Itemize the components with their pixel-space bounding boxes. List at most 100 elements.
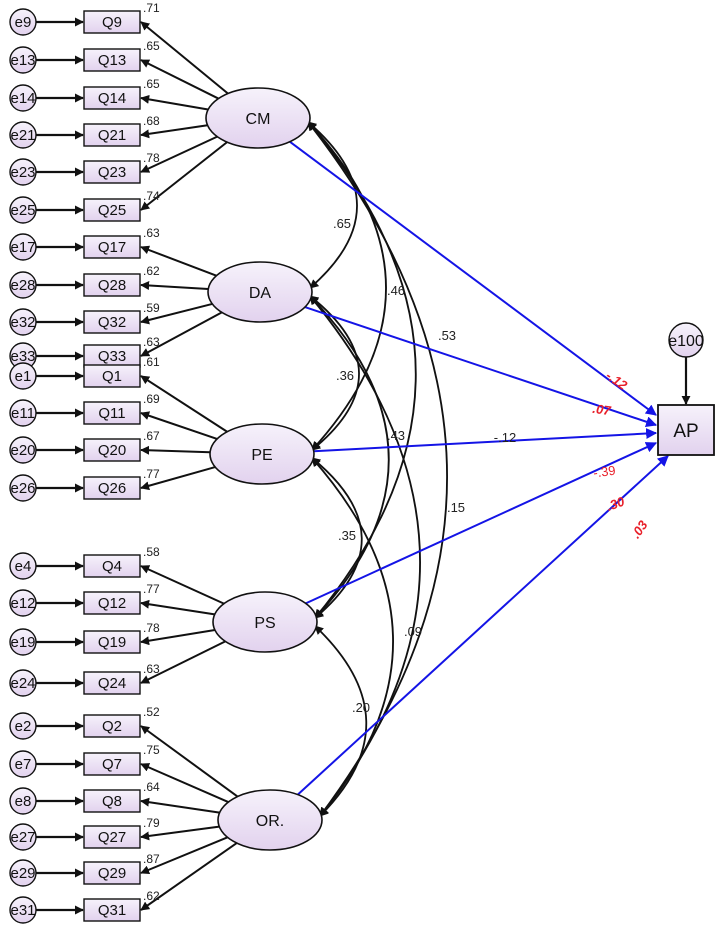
- covariance-value: .35: [338, 528, 356, 543]
- latent-label: PE: [251, 447, 272, 464]
- error-label: e12: [10, 595, 35, 612]
- covariance-arc-cm-or: [307, 121, 448, 817]
- covariance-arc-cm-pe: [307, 121, 387, 451]
- error-node-e8: [9, 787, 37, 815]
- covariance-value: .09: [404, 624, 422, 639]
- error-label: e33: [10, 348, 35, 365]
- item-label: Q28: [98, 277, 126, 294]
- error-label: e20: [10, 442, 35, 459]
- error-node-e19: [9, 628, 37, 656]
- covariance-value: -.12: [494, 430, 516, 445]
- outcome-node-ap: [657, 404, 715, 456]
- error-node-e29: [9, 859, 37, 887]
- latent-node-cm: [205, 87, 311, 149]
- error-node-e14: [9, 84, 37, 112]
- item-label: Q21: [98, 127, 126, 144]
- item-label: Q23: [98, 164, 126, 181]
- loading-arrow: [140, 59, 219, 100]
- error-label: e19: [10, 634, 35, 651]
- structural-path-or-ap: [297, 455, 669, 796]
- loading-value: .63: [143, 662, 160, 676]
- error-node-e32: [9, 308, 37, 336]
- error-label: e13: [10, 52, 35, 69]
- item-node-q19: [83, 630, 141, 654]
- error-node-e24: [9, 669, 37, 697]
- error-node-e25: [9, 196, 37, 224]
- item-label: Q26: [98, 480, 126, 497]
- error-label: e25: [10, 202, 35, 219]
- covariance-arc-cm-ps: [307, 121, 417, 619]
- loading-value: .62: [143, 889, 160, 903]
- error-node-e13: [9, 46, 37, 74]
- path-coefficient: .30: [604, 493, 627, 514]
- latent-node-or: [217, 789, 323, 851]
- covariance-arc-cm-da: [307, 121, 358, 289]
- item-label: Q11: [98, 405, 125, 422]
- error-node-e23: [9, 158, 37, 186]
- error-node-e21: [9, 121, 37, 149]
- error-node-e26: [9, 474, 37, 502]
- item-node-q21: [83, 123, 141, 147]
- error-label: e27: [10, 829, 35, 846]
- measurement-layer: [36, 17, 691, 915]
- item-label: Q13: [98, 52, 126, 69]
- latent-label: CM: [246, 111, 271, 128]
- loading-arrow: [140, 245, 217, 277]
- item-node-q25: [83, 198, 141, 222]
- item-label: Q20: [98, 442, 126, 459]
- covariance-value: .36: [336, 368, 354, 383]
- covariance-arc-da-ps: [309, 295, 390, 619]
- covariance-arc-pe-ps: [311, 457, 363, 619]
- path-coefficient: -.12: [603, 368, 631, 394]
- loading-value: .75: [143, 743, 160, 757]
- item-node-q24: [83, 671, 141, 695]
- covariance-value: .46: [387, 283, 405, 298]
- loading-value: .69: [143, 392, 160, 406]
- item-label: Q1: [102, 368, 122, 385]
- item-node-q2: [83, 714, 141, 738]
- error-label: e9: [15, 14, 32, 31]
- loading-value: .77: [143, 582, 160, 596]
- covariance-value: .15: [447, 500, 465, 515]
- loading-arrow: [140, 124, 208, 139]
- item-label: Q7: [102, 756, 122, 773]
- item-node-q23: [83, 160, 141, 184]
- loading-arrow: [140, 94, 209, 111]
- loading-value: .87: [143, 852, 160, 866]
- loading-arrow: [140, 725, 239, 798]
- item-label: Q8: [102, 793, 122, 810]
- error-label: e14: [10, 90, 35, 107]
- error-label: e29: [10, 865, 35, 882]
- loading-value: .59: [143, 301, 160, 315]
- item-node-q26: [83, 476, 141, 500]
- loading-value: .63: [143, 226, 160, 240]
- outcome-error-label: e100: [668, 333, 704, 350]
- error-label: e8: [15, 793, 32, 810]
- loading-value: .67: [143, 429, 160, 443]
- item-label: Q2: [102, 718, 122, 735]
- item-label: Q4: [102, 558, 122, 575]
- item-node-q31: [83, 898, 141, 922]
- error-node-e1: [9, 362, 37, 390]
- item-node-q20: [83, 438, 141, 462]
- item-node-q13: [83, 48, 141, 72]
- error-node-e2: [9, 712, 37, 740]
- loading-value: .78: [143, 621, 160, 635]
- loading-arrow: [140, 21, 229, 95]
- loading-arrow: [140, 825, 220, 841]
- error-label: e24: [10, 675, 35, 692]
- item-label: Q17: [98, 239, 126, 256]
- loading-value: .62: [143, 264, 160, 278]
- item-label: Q32: [98, 314, 126, 331]
- covariance-value: .53: [438, 328, 456, 343]
- loading-arrow: [140, 763, 229, 803]
- loading-value: .71: [143, 1, 160, 15]
- loading-value: .65: [143, 77, 160, 91]
- structural-path-da-ap: [304, 306, 658, 428]
- loading-arrow: [140, 466, 216, 491]
- error-node-e100: [668, 322, 704, 358]
- loading-arrow: [140, 599, 215, 616]
- loading-arrow: [140, 141, 228, 211]
- item-node-q32: [83, 310, 141, 334]
- error-label: e31: [10, 902, 35, 919]
